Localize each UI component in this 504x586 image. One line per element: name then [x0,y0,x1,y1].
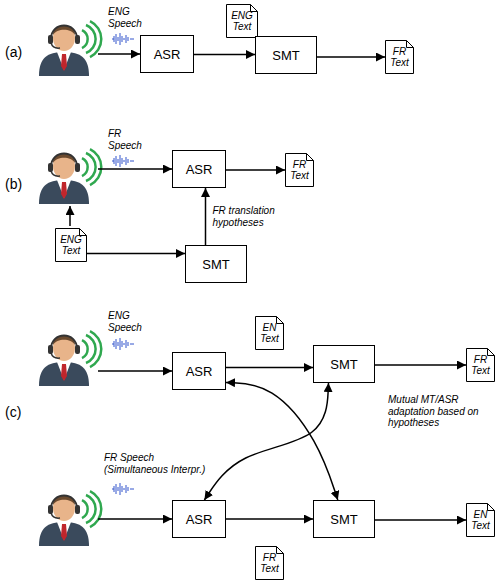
node-text: ASR [186,512,213,527]
flow-arrow [226,169,285,171]
document-outline [467,504,495,537]
input-label: ENG Speech [108,6,142,29]
speech-arrow [98,518,172,520]
process-box: SMT [255,36,317,74]
process-box: SMT [313,345,375,383]
text-document: EN Text [255,316,284,350]
process-box: SMT [185,245,247,283]
panel-label: (a) [5,44,35,60]
document-outline [256,547,284,580]
node-text: ENG Text [60,234,82,256]
text-document: FR Text [385,40,414,74]
node-text: EN Text [471,509,490,531]
input-label: ENG Speech [108,6,148,29]
node-text: SMT [202,257,229,272]
process-box: SMT [313,500,375,538]
document-fold [407,41,414,48]
flow-arrow [317,56,385,58]
speech-waveform [112,483,134,495]
speech-arrow [98,53,140,55]
input-label: FR Speech [108,128,142,151]
document-outline [56,229,87,262]
process-box: ASR [172,150,226,188]
panel-label: (a) [5,44,22,60]
speech-waveform [112,338,134,350]
flow-arrow [375,364,466,366]
node-text: ASR [154,47,181,62]
node-text: ENG Text [231,10,253,32]
flow-arrow [226,518,313,520]
node-text: FR Text [290,159,309,181]
document-fold [277,317,284,324]
adaptation-arrow [204,383,328,500]
speaker-icon [39,491,101,546]
adaptation-arrow [226,382,338,500]
document-fold [488,504,495,511]
panel-label: (c) [5,404,35,420]
process-box: ASR [172,500,226,538]
node-text: EN Text [260,322,279,344]
input-label: FR Speech (Simultaneous Interpr.) [104,452,205,475]
speaker-icon [39,331,101,386]
input-label: FR Speech (Simultaneous Interpr.) [104,452,216,475]
edge-label: FR translation hypotheses [213,205,275,228]
input-label: ENG Speech [108,310,148,333]
document-outline [386,41,414,74]
text-document: EN Text [466,503,495,537]
document-fold [307,154,314,161]
edge-label: FR translation hypotheses [213,205,297,228]
text-document: FR Text [466,348,495,382]
annotation-note: Mutual MT/ASR adaptation based on hypoth… [388,394,479,428]
flow-arrow [194,54,255,56]
speaker-icon [39,149,101,204]
speech-arrow [98,370,172,372]
flow-arrow [205,188,207,245]
flow-arrow [87,253,185,255]
speech-waveform [112,155,134,167]
input-label: FR Speech [108,128,148,151]
document-outline [467,349,495,382]
input-label: ENG Speech [108,310,142,333]
panel-label: (b) [5,176,22,192]
text-document: ENG Text [226,4,258,38]
node-text: FR Text [260,552,279,574]
flow-arrow [226,367,313,369]
document-fold [277,547,284,554]
text-document: FR Text [285,153,314,187]
speaker-icon [39,21,101,76]
panel-label: (b) [5,176,35,192]
node-text: ASR [186,162,213,177]
speech-waveform [112,33,134,45]
document-outline [286,154,314,187]
text-document: ENG Text [55,228,87,262]
annotation-note: Mutual MT/ASR adaptation based on hypoth… [388,394,480,429]
node-text: FR Text [390,46,409,68]
document-outline [227,5,258,38]
node-text: SMT [330,357,357,372]
node-text: SMT [330,512,357,527]
document-fold [488,349,495,356]
document-outline [256,317,284,350]
text-arrow [69,206,71,226]
node-text: FR Text [471,354,490,376]
text-document: FR Text [255,546,284,580]
process-box: ASR [172,352,226,390]
flow-arrow [375,519,466,521]
process-box: ASR [140,35,194,73]
panel-label: (c) [5,404,21,420]
node-text: ASR [186,364,213,379]
node-text: SMT [272,48,299,63]
speech-arrow [98,168,172,170]
